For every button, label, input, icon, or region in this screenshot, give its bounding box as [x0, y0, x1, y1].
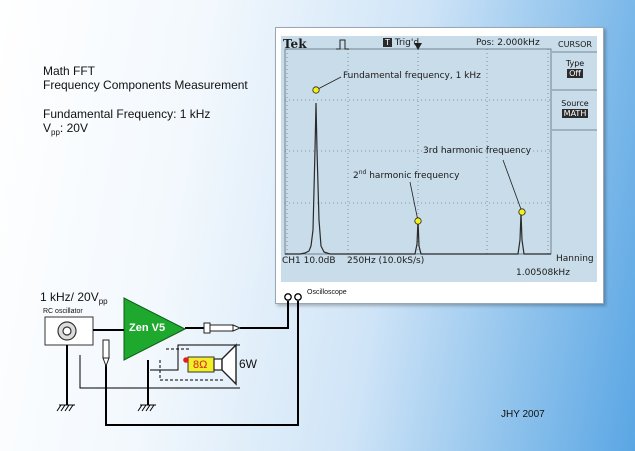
annotation-third-harmonic: 3rd harmonic frequency [423, 146, 532, 156]
second-suffix: nd [358, 169, 367, 176]
output-probe-icon [208, 324, 234, 332]
source-freq-sub: pp [98, 297, 108, 306]
oscilloscope-caption: Oscilloscope [307, 289, 347, 296]
second-rest: harmonic frequency [366, 171, 460, 181]
menu-source-button[interactable]: Source MATH [554, 99, 596, 118]
oscilloscope-screen [281, 36, 597, 282]
bnc-connector-inner [62, 326, 72, 336]
marker-second-harmonic [414, 217, 422, 225]
source-freq: 1 kHz/ 20V [40, 290, 99, 304]
source-frequency-label: 1 kHz/ 20Vpp [40, 290, 108, 306]
leader-third-harmonic [502, 159, 523, 213]
scope-terminal-1 [284, 293, 292, 301]
ch1-readout: CH1 10.0dB [282, 256, 336, 266]
vpp-subscript: pp [51, 128, 60, 137]
fft-trace [285, 102, 551, 255]
ground-symbol-1 [56, 404, 75, 412]
resistor-label: 8Ω [193, 359, 208, 371]
menu-title: CURSOR [558, 40, 592, 49]
annotation-second-harmonic: 2nd harmonic frequency [353, 169, 459, 181]
amplifier-label: Zen V5 [129, 322, 166, 334]
menu-source-value: MATH [561, 109, 589, 118]
speaker-power-label: 6W [239, 357, 257, 371]
info-vpp: Vpp: 20V [43, 121, 88, 137]
thin-wires [79, 344, 240, 389]
leader-second-harmonic [409, 181, 419, 222]
credit: JHY 2007 [501, 409, 545, 420]
second-num: 2 [353, 171, 359, 181]
info-fundamental: Fundamental Frequency: 1 kHz [43, 107, 211, 121]
dashed-wires [159, 348, 225, 381]
rc-oscillator-label: RC oscillator [43, 308, 83, 315]
input-probe-tip [102, 357, 110, 368]
menu-type-label: Type [565, 59, 585, 68]
marker-third-harmonic [518, 208, 526, 216]
speaker-body-icon [213, 358, 223, 371]
scope-brand: Tek [283, 37, 307, 51]
annotation-fundamental: Fundamental frequency, 1 kHz [343, 71, 481, 81]
trigger-waveform-icon [336, 39, 349, 50]
window-readout: Hanning [556, 254, 594, 264]
input-probe-icon [102, 339, 110, 359]
trigger-symbol: T [383, 38, 392, 47]
output-probe-collar [203, 322, 211, 334]
speaker-cone-icon [221, 343, 237, 386]
info-subtitle: Frequency Components Measurement [43, 78, 248, 92]
output-probe-tip [232, 324, 242, 332]
info-title: Math FFT [43, 64, 96, 78]
leader-fundamental [315, 76, 342, 91]
trigger-text: Trig'd [394, 38, 420, 48]
wires [66, 301, 299, 426]
cursor-frequency: 1.00508kHz [516, 268, 570, 278]
timebase-readout: 250Hz (10.0kS/s) [347, 256, 425, 266]
vpp-symbol: V [43, 121, 52, 135]
marker-fundamental [312, 86, 320, 94]
menu-type-button[interactable]: Type Off [554, 59, 596, 78]
resistor-terminal-icon [183, 357, 189, 363]
trigger-position-icon [414, 43, 422, 50]
menu-source-label: Source [561, 99, 589, 108]
menu-type-value: Off [567, 69, 583, 78]
position-readout: Pos: 2.000kHz [476, 38, 540, 48]
scope-terminal-2 [294, 293, 302, 301]
ground-symbol-2 [137, 404, 156, 412]
trigger-status: T Trig'd [383, 38, 419, 48]
vpp-value: : 20V [59, 121, 88, 135]
